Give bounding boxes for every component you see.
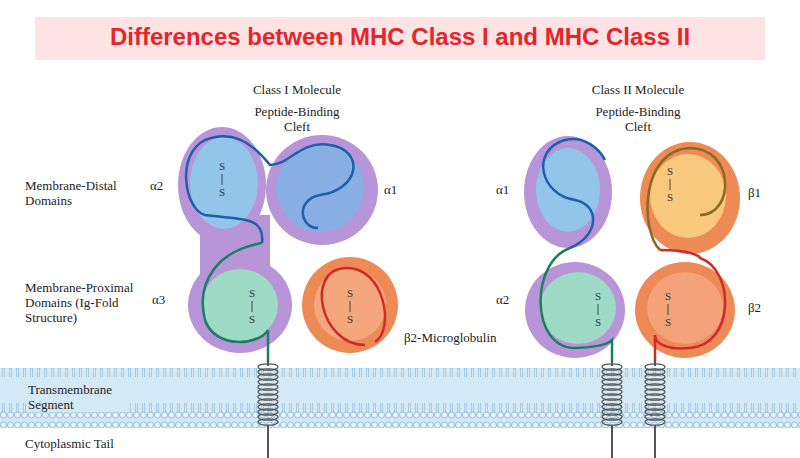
- disulfide-label: S: [664, 191, 676, 204]
- domain-label: α1: [384, 182, 408, 197]
- protein-label: β2-Microglobulin: [404, 330, 514, 345]
- helix-stem: [611, 360, 613, 366]
- title-bar: [35, 17, 765, 60]
- domain-group-label: Membrane-Distal Domains: [25, 178, 145, 208]
- membrane: [0, 368, 800, 428]
- disulfide-label: S: [344, 287, 356, 300]
- molecule-title: Class II Molecule: [588, 82, 688, 97]
- membrane-band: Transmembrane Segment: [0, 368, 800, 428]
- disulfide-label: S: [216, 160, 228, 173]
- disulfide-label: S: [344, 313, 356, 326]
- disulfide-label: S: [662, 290, 674, 303]
- domain-label: β1: [748, 185, 772, 200]
- disulfide-label: S: [216, 186, 228, 199]
- domain-group-label: Membrane-Proximal Domains (Ig-Fold Struc…: [25, 280, 140, 325]
- class-i-molecule: [178, 127, 398, 458]
- title: Differences between MHC Class I and MHC …: [35, 22, 765, 52]
- domain-label: α2: [150, 178, 174, 193]
- helix-stem: [267, 360, 269, 366]
- disulfide-label: S: [592, 290, 604, 303]
- helix-turn: [602, 419, 622, 425]
- class-ii-molecule: [524, 136, 740, 458]
- domain-label: β2: [748, 300, 772, 315]
- helix-turn: [258, 419, 278, 425]
- molecule-title: Class I Molecule: [247, 82, 347, 97]
- transmembrane-helices: [258, 360, 665, 425]
- helix-turn: [645, 419, 665, 425]
- domain-label: α2: [496, 292, 520, 307]
- disulfide-label: S: [246, 287, 258, 300]
- disulfide-label: S: [592, 316, 604, 329]
- cleft-label: Peptide-Binding Cleft: [249, 104, 345, 134]
- domain-label: α1: [496, 182, 520, 197]
- domain-label: α3: [152, 292, 176, 307]
- cleft-label: Peptide-Binding Cleft: [590, 104, 686, 134]
- membrane-label: Transmembrane Segment: [26, 382, 130, 412]
- disulfide-label: S: [662, 316, 674, 329]
- region-label: Cytoplasmic Tail: [25, 436, 165, 451]
- disulfide-label: S: [664, 165, 676, 178]
- helix-stem: [654, 360, 656, 366]
- disulfide-label: S: [246, 313, 258, 326]
